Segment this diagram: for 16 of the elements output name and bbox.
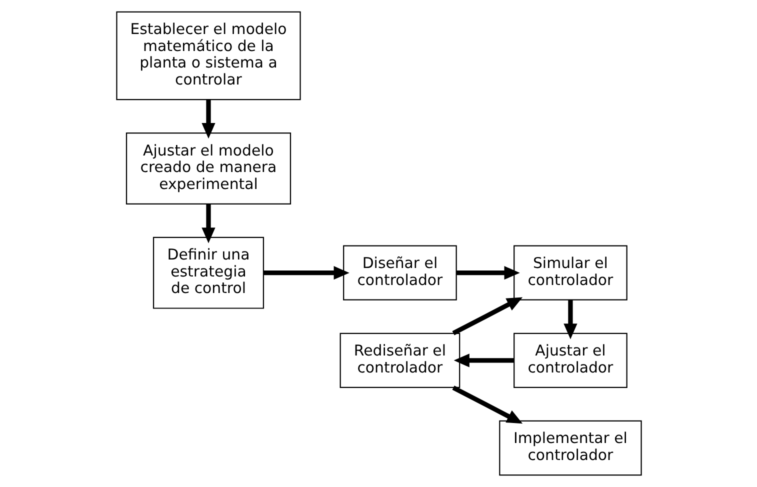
arrow: [456, 266, 520, 280]
node-box: Establecer el modelo matemático de la planta o sistema a controlar: [116, 11, 300, 100]
arrow: [563, 300, 577, 340]
node-box: Ajustar el controlador: [513, 332, 627, 388]
arrow: [263, 266, 349, 280]
arrow: [201, 204, 215, 244]
arrow: [452, 386, 522, 424]
node-box: Implementar el controlador: [498, 420, 642, 476]
node-box: Diseñar el controlador: [342, 245, 456, 300]
node-box: Definir una estrategia de control: [152, 236, 264, 309]
node-box: Ajustar el modelo creado de manera experimental: [125, 132, 291, 204]
arrow: [201, 100, 215, 139]
node-box: Simular el controlador: [513, 245, 627, 300]
arrow: [452, 297, 522, 336]
arrow: [453, 354, 514, 368]
node-box: Rediseñar el controlador: [339, 332, 460, 388]
